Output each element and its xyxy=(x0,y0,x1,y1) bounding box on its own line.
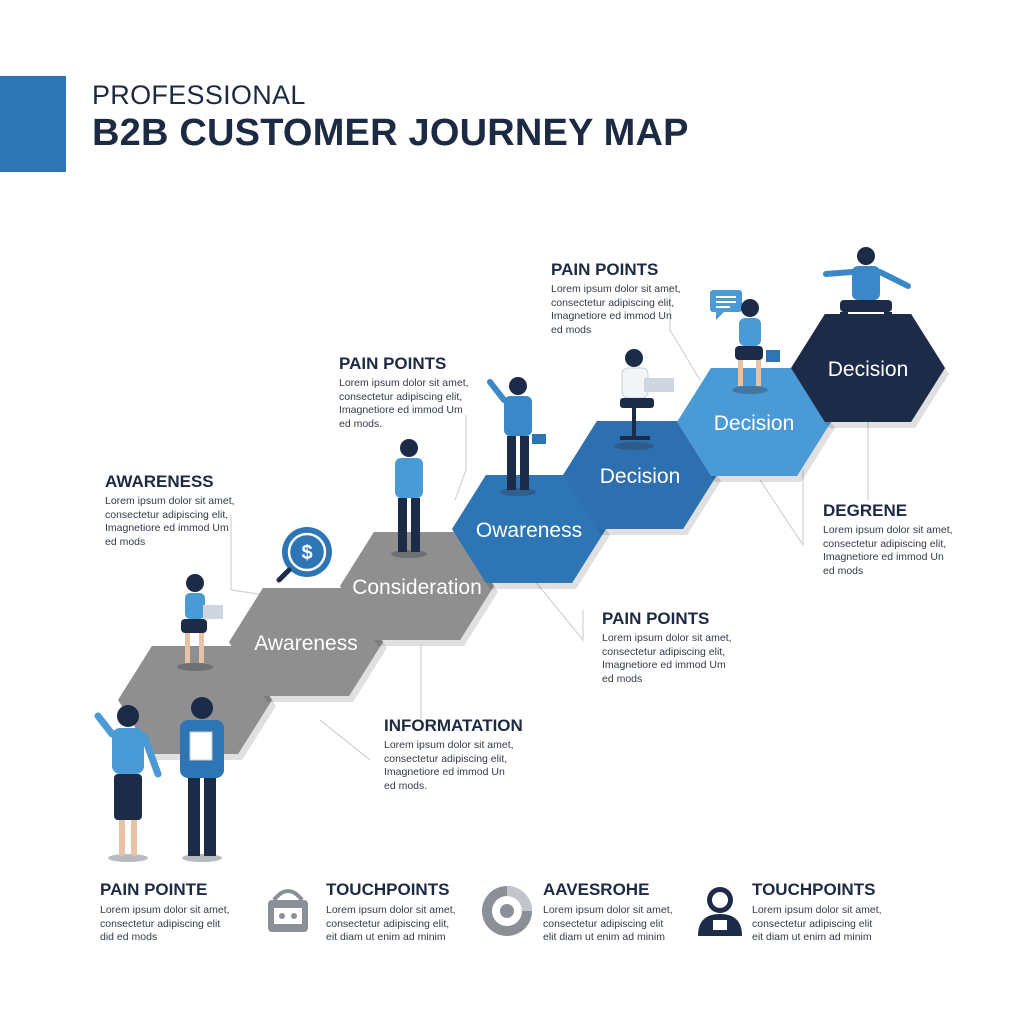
callout-awareness: AWARENESS Lorem ipsum dolor sit amet, co… xyxy=(105,472,280,549)
person-waving-figure xyxy=(487,377,546,496)
step-hexagon xyxy=(677,368,831,476)
step-hexagon xyxy=(340,532,494,640)
bottom-item-pain-pointe: PAIN POINTE Lorem ipsum dolor sit amet, … xyxy=(100,880,230,945)
person-icon xyxy=(698,887,742,936)
connector-line xyxy=(454,415,467,501)
journey-step-3: Consideration xyxy=(340,532,498,646)
bottom-body: Lorem ipsum dolor sit amet, consectetur … xyxy=(543,904,673,943)
callout-pain-points-1: PAIN POINTS Lorem ipsum dolor sit amet, … xyxy=(339,354,514,431)
person-seated-laptop-figure xyxy=(177,574,223,671)
step-label: Decision xyxy=(828,358,909,381)
page-subtitle: PROFESSIONAL xyxy=(92,80,306,110)
callout-heading: PAIN POINTS xyxy=(339,354,447,373)
step-label: Decision xyxy=(600,465,681,488)
callout-body: Lorem ipsum dolor sit amet, consectetur … xyxy=(384,739,514,792)
callout-body: Lorem ipsum dolor sit amet, consectetur … xyxy=(551,283,681,336)
person-woman-figure xyxy=(94,705,162,862)
bottom-heading: TOUCHPOINTS xyxy=(326,880,450,899)
callout-degrene: DEGRENE Lorem ipsum dolor sit amet, cons… xyxy=(823,501,998,578)
connector-line xyxy=(319,719,371,761)
callout-heading: INFORMATATION xyxy=(384,716,523,735)
step-hexagon xyxy=(229,588,383,696)
step-label: Decision xyxy=(714,412,795,435)
person-standing-figure xyxy=(391,439,427,558)
callout-body: Lorem ipsum dolor sit amet, consectetur … xyxy=(602,632,732,685)
callout-information: INFORMATATION Lorem ipsum dolor sit amet… xyxy=(384,716,559,793)
step-label: Owareness xyxy=(476,519,582,542)
person-at-desk-figure xyxy=(614,349,674,450)
bottom-heading: TOUCHPOINTS xyxy=(752,880,876,899)
callout-heading: PAIN POINTS xyxy=(551,260,659,279)
callout-body: Lorem ipsum dolor sit amet, consectetur … xyxy=(823,524,953,577)
step-hexagon xyxy=(563,421,717,529)
bottom-item-touchpoints-1: TOUCHPOINTS Lorem ipsum dolor sit amet, … xyxy=(326,880,456,945)
callout-pain-points-2: PAIN POINTS Lorem ipsum dolor sit amet, … xyxy=(551,260,726,337)
callout-body: Lorem ipsum dolor sit amet, consectetur … xyxy=(105,495,235,548)
connector-line xyxy=(759,470,804,547)
callout-heading: AWARENESS xyxy=(105,472,214,491)
journey-step-7: Decision xyxy=(791,314,949,428)
connector-line xyxy=(669,285,701,381)
person-seated-top-figure xyxy=(823,247,911,334)
title-accent-bar xyxy=(0,76,66,172)
bottom-item-aavesrohe: AAVESROHE Lorem ipsum dolor sit amet, co… xyxy=(543,880,673,945)
bottom-item-touchpoints-2: TOUCHPOINTS Lorem ipsum dolor sit amet, … xyxy=(752,880,882,945)
bottom-body: Lorem ipsum dolor sit amet, consectetur … xyxy=(326,904,456,943)
callout-pain-points-3: PAIN POINTS Lorem ipsum dolor sit amet, … xyxy=(602,609,777,686)
step-hexagon xyxy=(791,314,945,422)
chart-circle-icon xyxy=(482,886,532,936)
basket-icon xyxy=(268,889,308,932)
callout-heading: PAIN POINTS xyxy=(602,609,710,628)
svg-text:$: $ xyxy=(301,542,312,564)
callout-heading: DEGRENE xyxy=(823,501,908,520)
journey-step-4: Owareness xyxy=(452,475,610,589)
step-label: Consideration xyxy=(352,576,482,599)
chat-bubble-icon xyxy=(710,290,742,320)
person-seated-briefcase-figure xyxy=(732,299,780,394)
step-hexagon xyxy=(452,475,606,583)
connector-line xyxy=(529,574,584,642)
journey-step-2: Awareness xyxy=(229,588,387,702)
callout-body: Lorem ipsum dolor sit amet, consectetur … xyxy=(339,377,469,430)
bottom-body: Lorem ipsum dolor sit amet, consectetur … xyxy=(752,904,882,943)
dollar-icon: $ xyxy=(276,527,332,583)
bottom-heading: PAIN POINTE xyxy=(100,880,208,899)
journey-step-6: Decision xyxy=(677,368,835,482)
step-label: Awareness xyxy=(254,632,358,655)
page-title: B2B CUSTOMER JOURNEY MAP xyxy=(92,112,689,154)
bottom-body: Lorem ipsum dolor sit amet, consectetur … xyxy=(100,904,230,943)
person-man-document-figure xyxy=(180,697,224,862)
bottom-heading: AAVESROHE xyxy=(543,880,650,899)
journey-step-5: Decision xyxy=(563,421,721,535)
